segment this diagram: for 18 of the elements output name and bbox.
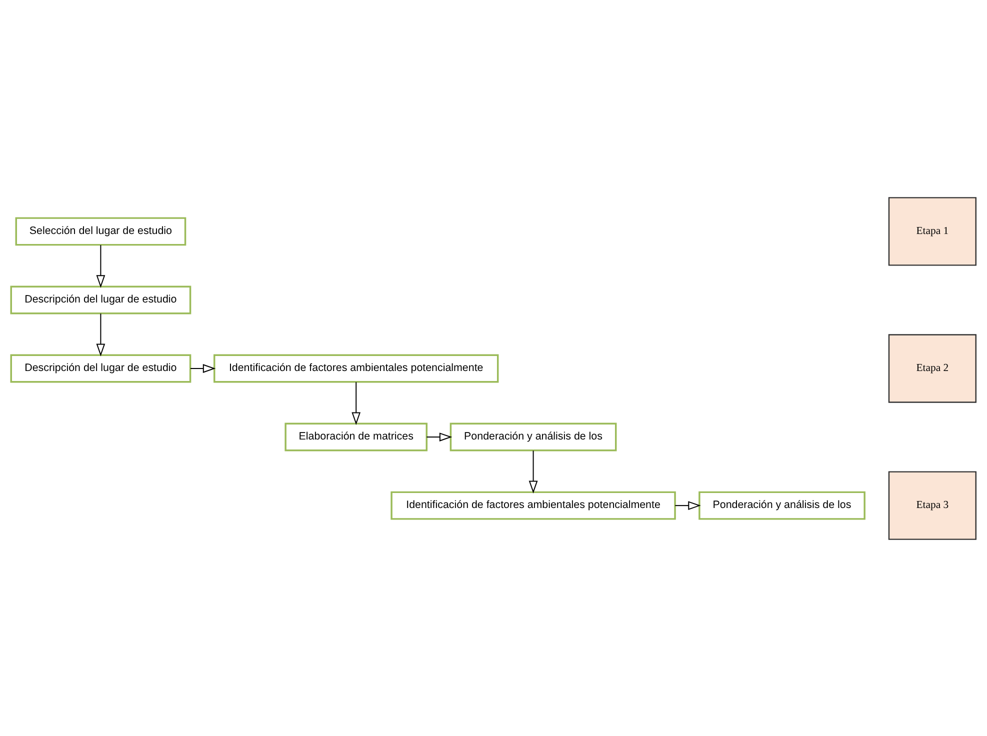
node-box: Etapa 2	[888, 334, 976, 402]
node-box: Elaboración de matrices	[284, 422, 428, 451]
arrow	[96, 313, 106, 356]
arrow	[190, 364, 216, 372]
node-box: Descripción del lugar de estudio	[10, 285, 192, 314]
arrow	[528, 450, 538, 493]
node-box: Ponderación y análisis de los	[450, 422, 617, 451]
arrow	[675, 500, 701, 510]
node-box: Identificación de factores ambientales potencialmente	[390, 490, 676, 520]
node-box: Etapa 1	[888, 196, 976, 266]
node-box: Identificación de factores ambientales potencialmente	[214, 354, 499, 382]
node-box: Selección del lugar de estudio	[15, 216, 186, 246]
arrow	[426, 432, 452, 441]
node-box: Descripción del lugar de estudio	[10, 354, 192, 382]
arrow	[96, 244, 106, 288]
arrow	[352, 382, 361, 424]
node-box: Ponderación y análisis de los	[698, 490, 866, 520]
node-box: Etapa 3	[888, 470, 976, 540]
